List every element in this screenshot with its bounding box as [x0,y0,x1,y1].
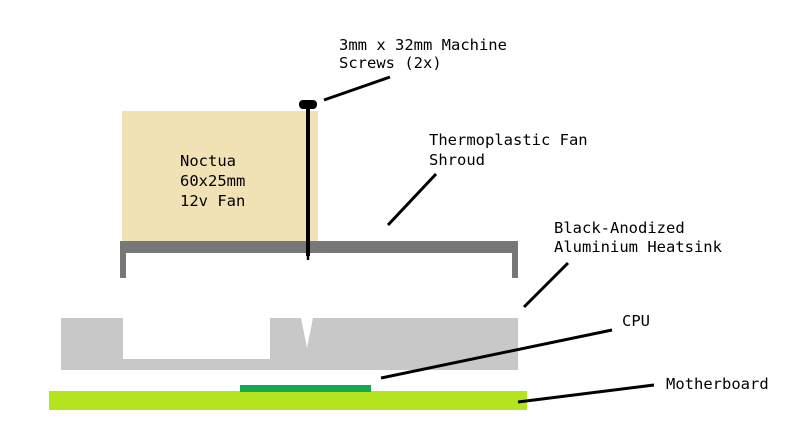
heatsink [61,318,518,370]
fan-shroud [120,241,518,278]
heatsink-label-line2: Aluminium Heatsink [554,238,723,256]
screw-head [299,100,317,109]
shroud-label-line1: Thermoplastic Fan [429,131,588,149]
cpu [240,385,371,392]
shroud-top-plate [120,241,518,253]
fan-label-line2: 60x25mm [180,172,245,190]
fan-body [122,111,318,241]
motherboard [49,391,527,410]
leader-line-shroud [386,172,438,227]
fan-label-line1: Noctua [180,152,236,170]
screws-label-line2: Screws (2x) [339,54,442,72]
motherboard-label: Motherboard [666,375,769,393]
shroud-label-line2: Shroud [429,151,485,169]
cpu-label: CPU [622,312,650,330]
leader-line-cpu [380,328,613,380]
leader-line-heatsink [522,261,570,309]
heatsink-label-line1: Black-Anodized [554,219,685,237]
leader-line-screws [323,75,391,102]
fan-label-line3: 12v Fan [180,192,245,210]
shroud-right-leg [512,253,518,278]
shroud-left-leg [120,253,126,278]
leader-line-motherboard [517,383,655,404]
screws-label-line1: 3mm x 32mm Machine [339,36,507,54]
machine-screw [299,100,317,260]
